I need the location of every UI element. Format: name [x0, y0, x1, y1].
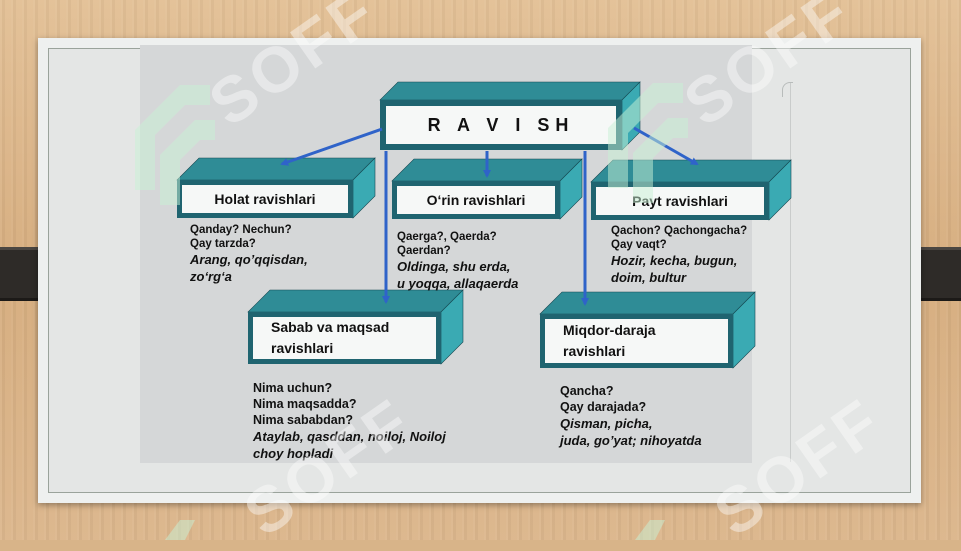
- watermark-logo-icon: [608, 83, 688, 203]
- arrow-to-payt: [633, 126, 699, 166]
- holat-node-label: Holat ravishlari: [214, 191, 316, 207]
- orin-node-label: O‘rin ravishlari: [426, 192, 526, 208]
- payt-notes: Qachon? Qachongacha? Qay vaqt? Hozir, ke…: [611, 224, 747, 286]
- orin-label-plate: [397, 186, 555, 214]
- note-question: Qancha?: [560, 384, 614, 398]
- note-example: Arang, qo’qqisdan,: [190, 252, 308, 267]
- orin-notes: Qaerga?, Qaerda? Qaerdan? Oldinga, shu e…: [397, 230, 518, 292]
- note-example: Qisman, picha,: [560, 416, 653, 431]
- holat-label-plate: [182, 185, 348, 213]
- root-node-label: R A V I SH: [427, 114, 575, 135]
- note-example: zo‘rg‘a: [190, 269, 232, 284]
- note-example: Oldinga, shu erda,: [397, 259, 511, 274]
- root-label-plate: [386, 106, 616, 144]
- note-question: Qanday? Nechun?: [190, 224, 292, 236]
- note-question: Qachon? Qachongacha?: [611, 225, 748, 237]
- note-example: choy hopladi: [253, 446, 334, 461]
- note-example: juda, go’yat; nihoyatda: [560, 433, 702, 448]
- miqdor-box-top: [539, 291, 756, 315]
- note-question: Qaerga?, Qaerda?: [397, 231, 497, 243]
- page-edge-line: [790, 82, 791, 462]
- payt-label-plate: [596, 187, 764, 215]
- page-edge-hook: [782, 82, 793, 97]
- sabab-box-top: [247, 289, 464, 313]
- sabab-label-plate: [253, 317, 436, 359]
- sabab-notes: Nima uchun? Nima maqsadda? Nima sababdan…: [253, 380, 446, 462]
- watermark-logo-icon: [635, 520, 665, 540]
- note-example: Hozir, kecha, bugun,: [611, 253, 738, 268]
- note-question: Qay tarzda?: [190, 238, 256, 250]
- miqdor-node-label: Miqdor-daraja ravishlari: [563, 322, 656, 359]
- payt-node-label: Payt ravishlari: [632, 193, 728, 209]
- note-question: Nima sababdan?: [253, 413, 354, 427]
- holat-notes: Qanday? Nechun? Qay tarzda? Arang, qo’qq…: [190, 223, 308, 285]
- watermark-logo-icon: [135, 85, 215, 205]
- note-example: doim, bultur: [611, 270, 687, 285]
- note-question: Qay darajada?: [560, 400, 647, 414]
- note-question: Qay vaqt?: [611, 239, 667, 251]
- note-example: u yoqqa, allaqaerda: [397, 276, 519, 291]
- note-question: Nima uchun?: [253, 381, 333, 395]
- note-question: Qaerdan?: [397, 245, 451, 257]
- note-question: Nima maqsadda?: [253, 397, 357, 411]
- miqdor-label-plate: [545, 319, 728, 363]
- watermark-logo-icon: [165, 520, 195, 540]
- miqdor-notes: Qancha? Qay darajada? Qisman, picha, jud…: [560, 383, 702, 449]
- note-example: Ataylab, qasddan, noiloj, Noiloj: [253, 429, 446, 444]
- arrow-to-holat: [280, 127, 383, 166]
- sabab-node-label: Sabab va maqsad ravishlari: [271, 319, 390, 356]
